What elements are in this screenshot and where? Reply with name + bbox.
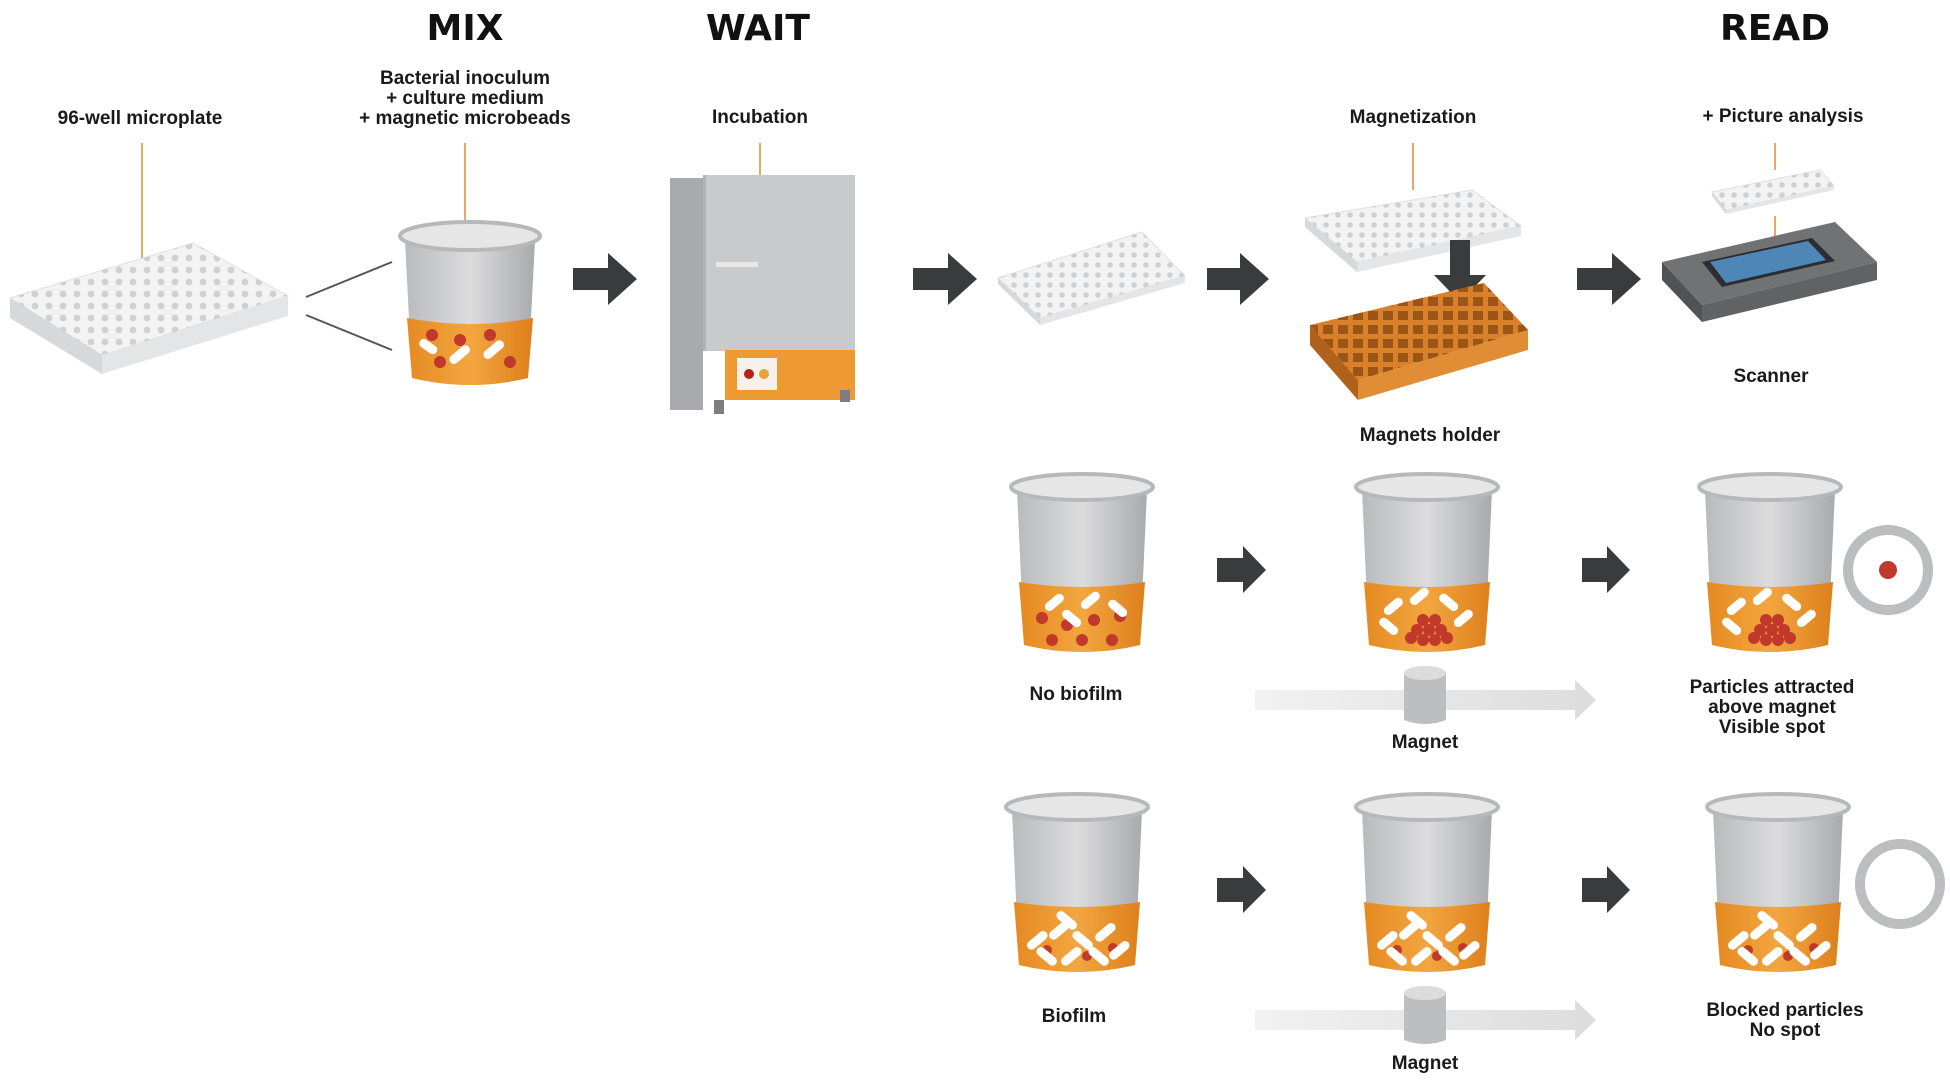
magnets-holder-icon [1310, 283, 1528, 400]
no-spot-icon [1855, 839, 1945, 929]
incubation-label: Incubation [712, 107, 808, 128]
phase-read-heading: READ [1720, 8, 1830, 49]
incubated-plate-icon [997, 231, 1186, 325]
result-nospot-line1: Blocked particles [1706, 1000, 1863, 1021]
magnet-label-row2: Magnet [1392, 1053, 1459, 1074]
well-biofilm-magnetized [1354, 792, 1500, 972]
biofilm-label: Biofilm [1042, 1006, 1106, 1027]
well-biofilm-result [1705, 792, 1851, 972]
inoculum-label-line3: + magnetic microbeads [359, 108, 571, 129]
no-biofilm-label: No biofilm [1030, 684, 1123, 705]
magnet-label-row1: Magnet [1392, 732, 1459, 753]
magnetization-plate-icon [1303, 189, 1523, 272]
magnet-track-row1 [1255, 666, 1596, 724]
scanner-icon [1662, 222, 1877, 322]
arrow-row1-a [1217, 546, 1266, 593]
zoom-line-bottom [305, 314, 393, 351]
magnet-track-row2 [1255, 986, 1596, 1044]
inoculum-label-line1: Bacterial inoculum [380, 68, 550, 89]
arrow-wait-to-plate [913, 253, 977, 305]
result-spot-line2: above magnet [1708, 697, 1836, 718]
arrow-row2-b [1582, 866, 1630, 913]
magnetization-label: Magnetization [1350, 107, 1477, 128]
well-no-biofilm-result [1697, 472, 1843, 652]
microplate-icon [8, 242, 290, 374]
result-spot-line1: Particles attracted [1690, 677, 1855, 698]
arrow-row2-a [1217, 866, 1266, 913]
visible-spot-icon [1843, 525, 1933, 615]
result-spot-line3: Visible spot [1719, 717, 1826, 738]
well-no-biofilm-initial [1009, 472, 1155, 652]
well-no-biofilm-magnetized [1354, 472, 1500, 652]
zoom-line-top [305, 261, 393, 298]
magnets-holder-label: Magnets holder [1360, 425, 1501, 446]
phase-wait-heading: WAIT [706, 8, 810, 49]
picture-analysis-label: + Picture analysis [1702, 106, 1863, 127]
arrow-plate-to-magnetization [1207, 253, 1269, 305]
inoculum-label-line2: + culture medium [386, 88, 544, 109]
microplate-label: 96-well microplate [58, 108, 223, 129]
arrow-row1-b [1582, 546, 1630, 593]
result-nospot-line2: No spot [1750, 1020, 1821, 1041]
scanner-label: Scanner [1734, 366, 1810, 387]
scanner-small-plate-icon [1711, 169, 1835, 214]
well-biofilm-initial [1004, 792, 1150, 972]
incubator-icon [670, 175, 855, 414]
arrow-holder-to-scanner [1577, 253, 1641, 305]
well-mix-icon [398, 220, 542, 385]
phase-mix-heading: MIX [427, 8, 504, 49]
arrow-mix-to-wait [573, 253, 637, 305]
